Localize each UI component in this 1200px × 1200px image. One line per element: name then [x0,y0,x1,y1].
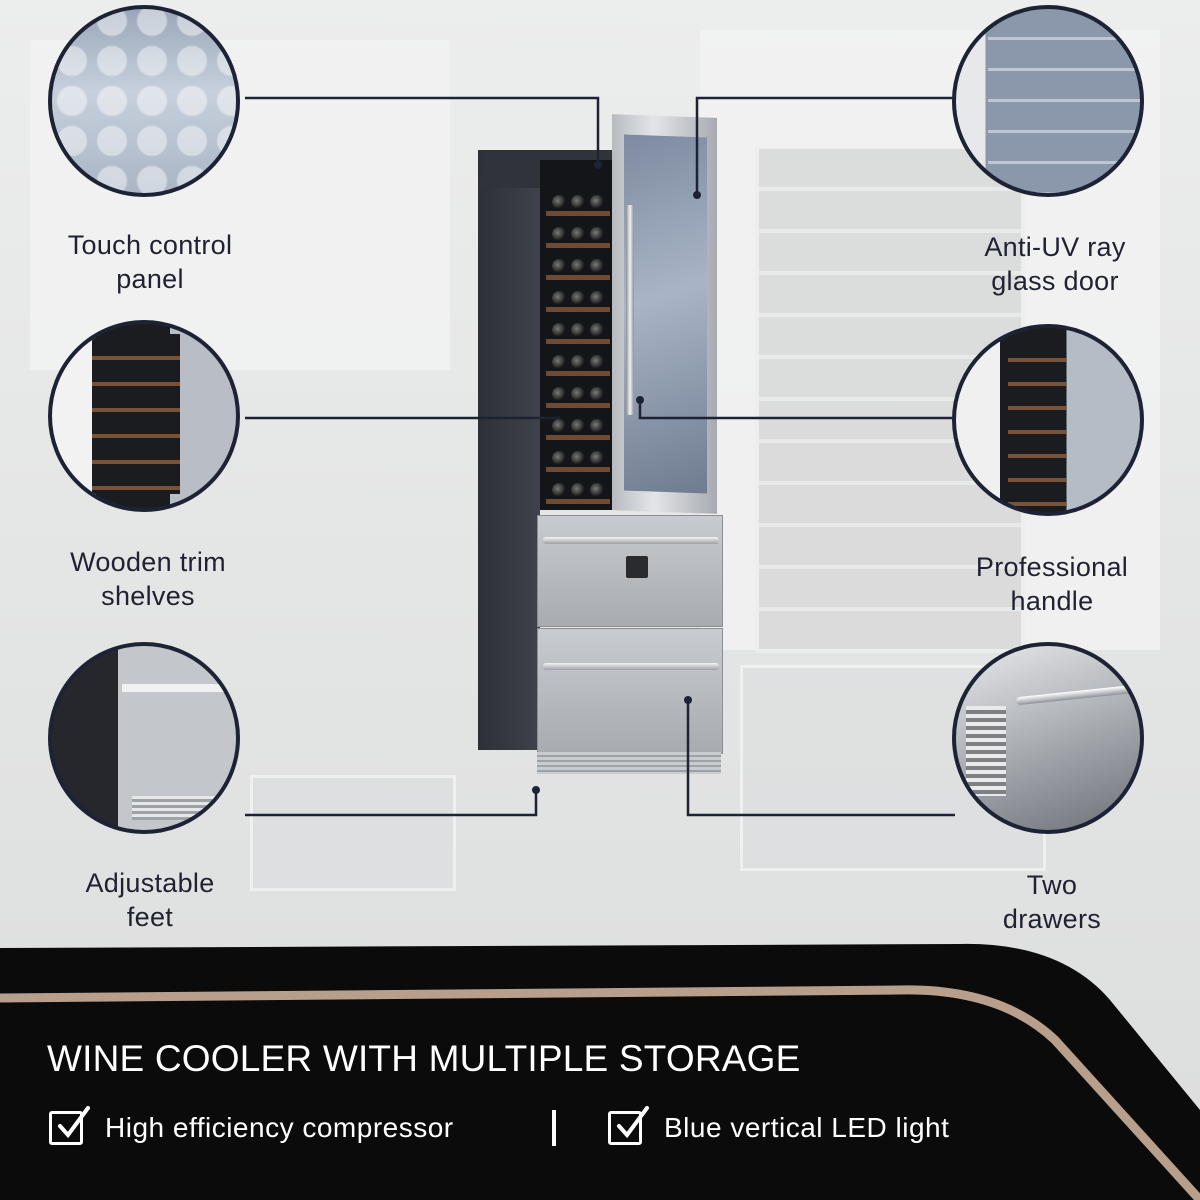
wine-shelf [546,243,610,248]
wine-bottle [552,291,566,305]
zoom-touch-control-panel [48,5,240,197]
wine-shelf [546,435,610,440]
feature-item: Blue vertical LED light [608,1106,949,1150]
headline: WINE COOLER WITH MULTIPLE STORAGE [47,1038,801,1079]
feature-text: High efficiency compressor [105,1112,454,1143]
wine-bottle [571,419,585,433]
zoom-two-drawers [952,642,1144,834]
wine-bottle [590,483,604,497]
wine-bottle [571,355,585,369]
cabinet-side [478,150,540,750]
label-line: Professional [975,552,1129,582]
wine-shelf [546,371,610,376]
zoom-professional-handle [952,324,1144,516]
door-handle [626,205,634,415]
label-anti-uv-glass-door: Anti-UV ray glass door [945,230,1165,298]
wine-bottle [552,451,566,465]
wine-bottle [590,387,604,401]
zoom-anti-uv-glass-door [952,5,1144,197]
label-line: glass door [991,266,1119,296]
label-line: Two [1026,870,1078,900]
wine-bottle [571,387,585,401]
wine-bottle [552,419,566,433]
wine-shelf [546,467,610,472]
label-line: Wooden trim [70,547,226,577]
wine-bottle [590,355,604,369]
zoom-wooden-trim-shelves [48,320,240,512]
wine-bottle [571,323,585,337]
label-line: panel [116,264,184,294]
label-two-drawers: Two drawers [942,868,1162,936]
checkbox-icon [608,1106,649,1145]
wine-bottle [552,195,566,209]
wine-shelf [546,211,610,216]
vent-grille [537,752,721,774]
checkbox-icon [49,1106,90,1145]
wine-shelf [546,403,610,408]
label-line: Anti-UV ray [984,232,1126,262]
wine-bottle [552,259,566,273]
callout-line-drawers [686,700,955,817]
callout-line-handle [638,400,955,420]
wine-bottle [590,227,604,241]
wine-shelf [546,307,610,312]
background-cabinet [250,775,456,891]
label-adjustable-feet: Adjustable feet [40,866,260,934]
label-professional-handle: Professional handle [942,550,1162,618]
callout-line-glass-door [695,96,955,195]
wine-bottle [590,419,604,433]
wine-bottle [571,259,585,273]
wine-bottle [571,227,585,241]
label-line: Touch control [67,230,233,260]
brand-logo-icon [626,556,648,578]
label-wooden-trim-shelves: Wooden trim shelves [38,545,258,613]
callout-line-touch-panel [245,96,600,165]
wine-shelf [546,275,610,280]
wine-bottle [590,195,604,209]
label-line: shelves [101,581,195,611]
wine-bottle [590,259,604,273]
wine-bottle [590,451,604,465]
lower-drawer-handle [543,663,719,670]
wine-bottle [590,323,604,337]
wine-bottle [571,483,585,497]
wine-bottle [571,195,585,209]
wine-bottle [552,483,566,497]
feature-divider [552,1110,556,1146]
label-line: drawers [1002,904,1102,934]
label-touch-control-panel: Touch control panel [40,228,260,296]
wine-bottle [571,451,585,465]
label-line: feet [126,902,174,932]
wine-bottle [552,355,566,369]
wine-bottle [552,227,566,241]
wine-bottle [590,291,604,305]
label-line: handle [1010,586,1094,616]
wine-bottle [571,291,585,305]
feature-text: Blue vertical LED light [664,1112,950,1143]
zoom-adjustable-feet [48,642,240,834]
upper-drawer-handle [543,537,719,544]
callout-line-feet [245,790,538,817]
wine-bottle [552,323,566,337]
wine-bottle [552,387,566,401]
wine-shelf [546,339,610,344]
label-line: Adjustable [85,868,215,898]
feature-item: High efficiency compressor [49,1106,454,1150]
wine-shelf [546,499,610,504]
